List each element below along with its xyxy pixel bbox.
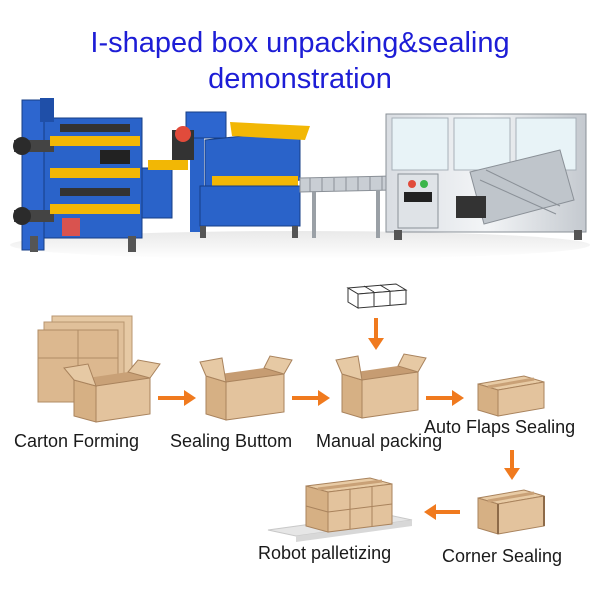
step-label-auto-flaps-sealing: Auto Flaps Sealing [424, 417, 576, 437]
roller-conveyor [299, 175, 393, 238]
step-label-sealing-bottom: Sealing Buttom [170, 431, 293, 451]
carton-erector-machine [13, 98, 188, 252]
step-label-carton-forming: Carton Forming [14, 431, 140, 451]
flow-arrow-2 [292, 390, 330, 406]
product-pack-icon [346, 283, 408, 309]
step-label-corner-sealing: Corner Sealing [442, 546, 563, 566]
machine-line-illustration [10, 98, 590, 259]
open-box-manual-packing [335, 353, 427, 419]
step-label-robot-palletizing: Robot palletizing [258, 543, 392, 563]
title-line-1: I-shaped box unpacking&sealing [90, 27, 510, 59]
flow-arrow-down-4 [504, 450, 520, 480]
step-label-manual-packing: Manual packing [316, 431, 443, 451]
bottom-sealer-machine [172, 111, 310, 238]
flow-arrow-down-product [368, 318, 384, 350]
unpacking-machine [385, 113, 587, 240]
title-line-2: demonstration [208, 63, 392, 95]
closed-box-corner-sealed [477, 489, 545, 535]
flow-arrow-3 [426, 390, 464, 406]
open-box-sealing-bottom [199, 355, 293, 421]
flow-arrow-left-5 [424, 504, 460, 520]
palletized-boxes [267, 477, 413, 542]
closed-box-flaps-sealed [477, 375, 545, 417]
open-box-forming [63, 359, 161, 423]
flow-arrow-1 [158, 390, 196, 406]
